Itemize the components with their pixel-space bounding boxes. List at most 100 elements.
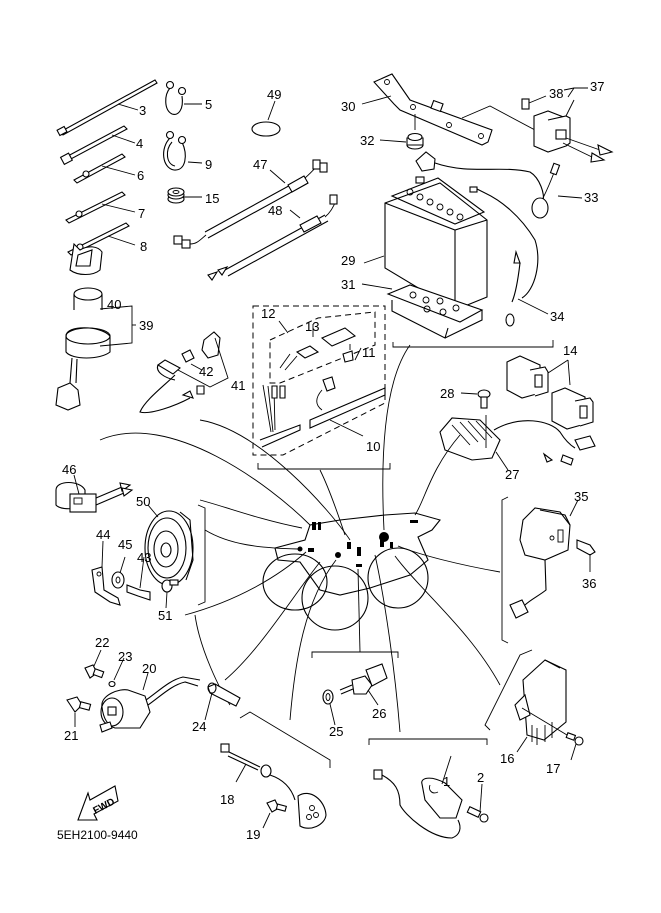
callout-41: 41 [231,378,245,393]
vehicle-frame [262,512,441,631]
forward-direction-arrow: FWD [77,785,119,821]
bolt-22 [84,649,105,679]
callout-37: 37 [590,79,604,94]
callout-23: 23 [118,649,132,664]
callout-30: 30 [341,99,355,114]
callout-20: 20 [142,661,156,676]
sensor-lead-41 [139,331,229,414]
screw-17 [565,732,584,761]
callout-47: 47 [253,157,267,172]
o-ring-49 [251,100,281,137]
cable-tie-7 [65,191,136,224]
callout-27: 27 [505,467,519,482]
callout-31: 31 [341,277,355,292]
clamp-9 [163,130,203,171]
callout-10: 10 [366,439,380,454]
battery-lead-34 [469,186,549,327]
cable-tie-6 [73,153,136,184]
callout-32: 32 [360,133,374,148]
starter-relay-37 [533,87,614,163]
callout-28: 28 [440,386,454,401]
callout-25: 25 [329,724,343,739]
callout-34: 34 [550,309,564,324]
callout-1: 1 [443,774,450,789]
callout-9: 9 [205,157,212,172]
callout-22: 22 [95,635,109,650]
callout-26: 26 [372,706,386,721]
callout-33: 33 [584,190,598,205]
clamp-5 [165,80,202,115]
relay-units-14 [506,355,594,430]
callout-40: 40 [107,297,121,312]
leader-lines [99,344,501,733]
callout-12: 12 [261,306,275,321]
callout-18: 18 [220,792,234,807]
cap-42 [181,349,203,371]
callout-16: 16 [500,751,514,766]
switch-26 [311,651,399,706]
callout-44: 44 [96,527,110,542]
washer-23 [108,657,125,688]
callout-42: 42 [199,364,213,379]
cable-tie-8 [67,222,136,256]
starter-relay-20 [99,672,201,733]
callout-51: 51 [158,608,172,623]
sensor-1 [368,738,488,839]
callout-5: 5 [205,97,212,112]
callout-6: 6 [137,168,144,183]
lead-18 [220,711,331,829]
sub-lead-48 [207,194,338,281]
washer-45 [111,556,126,589]
callout-3: 3 [139,103,146,118]
boot-24 [204,682,241,721]
callout-11: 11 [362,345,376,360]
callout-39: 39 [139,318,153,333]
callout-29: 29 [341,253,355,268]
bolt-36 [576,539,596,572]
wire-harness-group-10 [252,305,391,470]
callout-48: 48 [268,203,282,218]
callout-17: 17 [546,761,560,776]
callout-35: 35 [574,489,588,504]
bolt-43 [126,556,151,601]
battery-case-31 [361,283,554,348]
battery-29 [363,176,488,311]
battery-band-30 [361,73,536,146]
cable-tie-3 [56,79,158,137]
sub-lead-47 [173,159,328,249]
gasket-25 [322,689,336,726]
cable-tie-4 [59,125,136,166]
callout-8: 8 [140,239,147,254]
horn-50 [144,504,206,606]
callout-15: 15 [205,191,219,206]
nut-32 [379,132,424,150]
callout-13: 13 [305,319,319,334]
screw-2 [466,783,489,823]
bracket-44 [91,540,121,606]
rectifier-regulator-27 [439,415,596,471]
battery-lead-33 [415,151,583,219]
bolt-21 [66,696,92,727]
callout-7: 7 [138,206,145,221]
drawing-code: 5EH2100-9440 [57,828,138,842]
switch-46 [55,474,134,513]
callout-49: 49 [267,87,281,102]
screw-28 [460,389,491,409]
main-switch-39 [55,242,136,411]
callout-43: 43 [137,550,151,565]
bolt-51 [161,579,179,609]
callout-14: 14 [563,343,577,358]
cdi-unit-16 [484,649,573,753]
bolt-19 [262,799,288,829]
callout-38: 38 [549,86,563,101]
callout-24: 24 [192,719,206,734]
fuse-38 [521,95,547,110]
callout-labels: 1 2 3 4 5 6 7 8 9 10 11 12 13 14 15 16 1… [62,79,604,842]
callout-46: 46 [62,462,76,477]
unit-35 [501,496,579,644]
callout-45: 45 [118,537,132,552]
callout-36: 36 [582,576,596,591]
callout-2: 2 [477,770,484,785]
